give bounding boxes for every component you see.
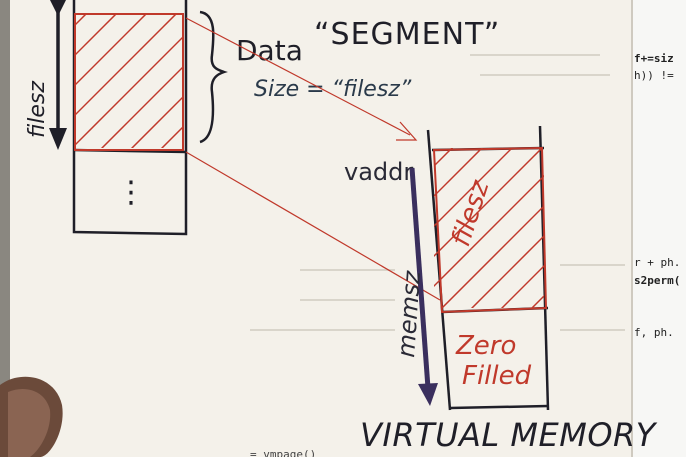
filled-label: Filled: [462, 361, 532, 391]
code-line-3: r + ph.: [634, 256, 680, 269]
code-line-6: = vmpage(): [250, 448, 316, 457]
segment-title: “SEGMENT”: [314, 17, 500, 52]
paper-sheet: [8, 0, 632, 457]
code-line-2: h)) !=: [634, 69, 674, 82]
filesz-left-label: filesz: [25, 81, 50, 138]
virtual-memory-caption: VIRTUAL MEMORY: [360, 416, 658, 454]
ellipsis-dots: ⋮: [116, 175, 146, 210]
vaddr-label: vaddr: [344, 158, 413, 186]
filesz-region: [432, 146, 548, 314]
memsz-arrow: [409, 167, 438, 406]
memsz-label: memsz: [392, 269, 426, 359]
code-line-5: f, ph.: [634, 326, 674, 339]
segment-region: [74, 13, 184, 151]
mapping-lines: [185, 17, 441, 301]
file-image-box: ⋮: [56, 0, 188, 236]
code-printout: [632, 0, 686, 457]
code-fragments: f+=siz h)) != r + ph. s2perm( f, ph.: [634, 52, 680, 339]
filesz-left-arrow: [49, 0, 67, 150]
code-line-4: s2perm(: [634, 274, 680, 287]
segment-size: Size = “filesz”: [254, 77, 412, 102]
zero-label: Zero: [455, 331, 516, 361]
code-line-1: f+=siz: [634, 52, 674, 65]
curly-brace: [199, 10, 228, 144]
